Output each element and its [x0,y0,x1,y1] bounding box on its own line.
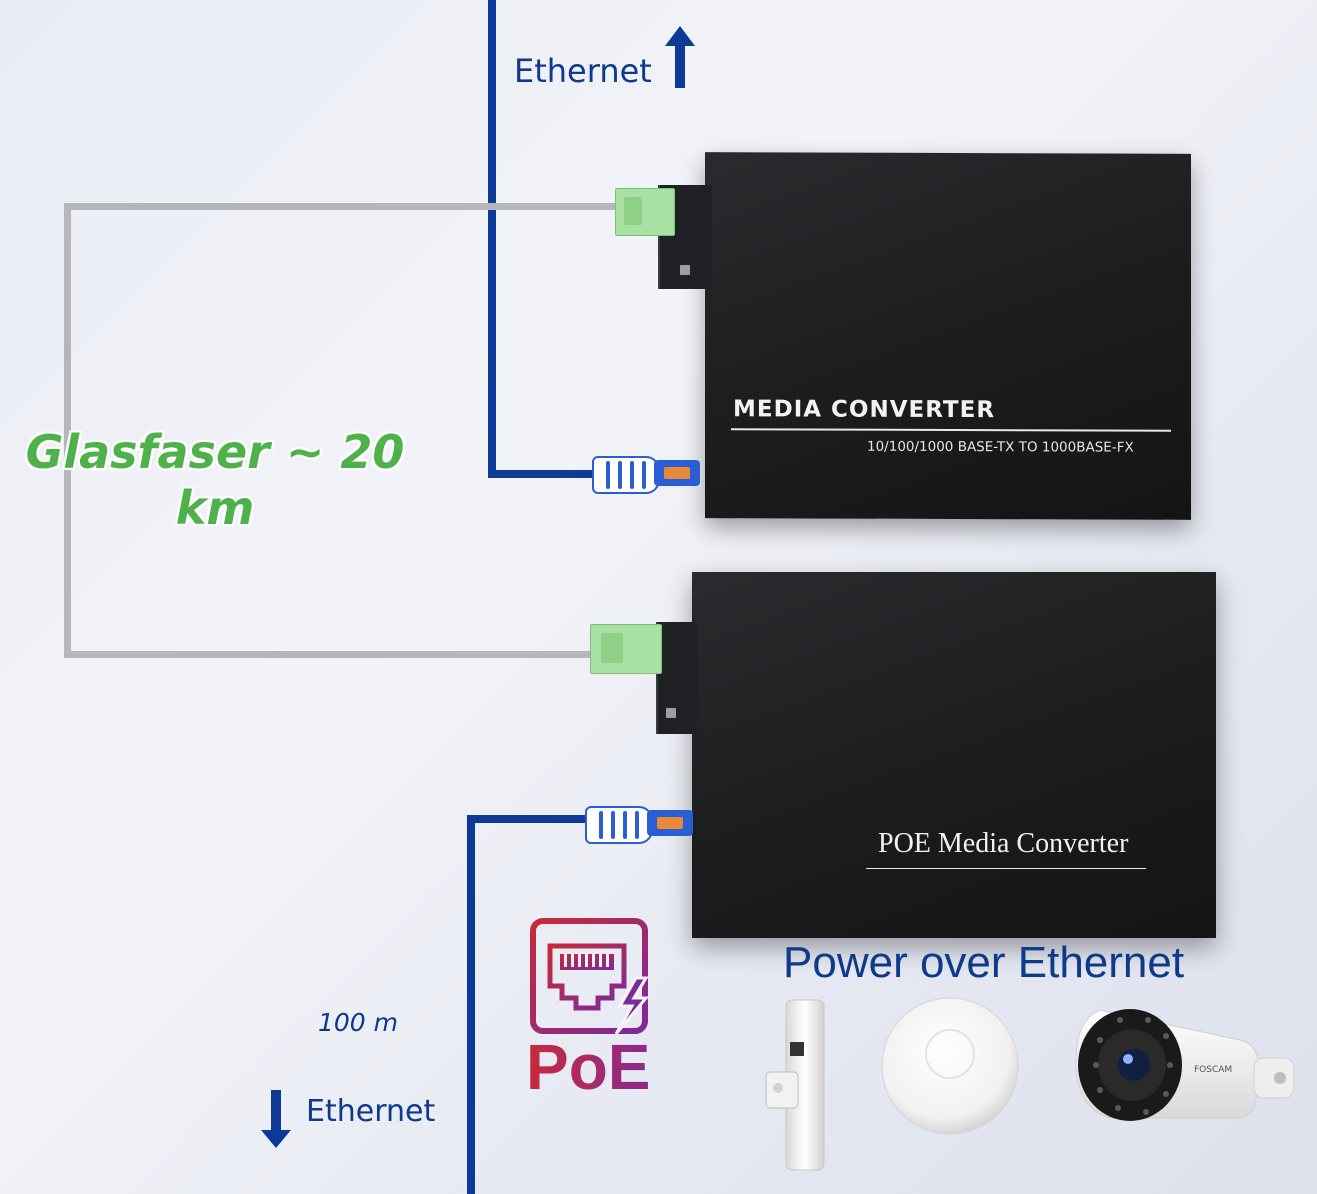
fiber-port-bottom [656,622,698,734]
camera-brand-label: FOSCAM [1194,1065,1232,1075]
poe-logo-text: PoE [526,1031,651,1103]
outdoor-access-point-icon [765,999,825,1171]
media-converter-top-title: MEDIA CONVERTER [733,396,996,424]
poe-heading: Power over Ethernet [783,938,1185,987]
fiber-cable-top [64,203,624,210]
fiber-cable-bottom [64,651,594,658]
rj45-connector-bottom [585,800,697,846]
ethernet-cable-bottom-horizontal [467,815,592,823]
media-converter-top-rule [731,428,1171,432]
fiber-connector-top [615,188,675,236]
ethernet-bottom-label: Ethernet [306,1094,436,1129]
fiber-connector-bottom [590,624,662,674]
rj45-connector-top [592,450,704,496]
ceiling-access-point-icon [881,997,1019,1135]
ethernet-port-lightning-icon [530,918,650,1035]
fiber-label: Glasfaser ~ 20 km [20,424,410,536]
media-converter-top: MEDIA CONVERTER 10/100/1000 BASE-TX TO 1… [705,152,1191,520]
arrow-up-icon [665,26,695,88]
media-converter-bottom-rule [866,868,1146,869]
arrow-down-icon [261,1090,291,1148]
ethernet-cable-top-horizontal [488,470,600,478]
ethernet-cable-top-vertical [488,0,496,478]
fiber-label-line1: Glasfaser ~ 20 [25,425,405,479]
media-converter-bottom: POE Media Converter [692,572,1216,938]
media-converter-bottom-title: POE Media Converter [878,828,1129,859]
fiber-label-line2: km [175,481,255,535]
ethernet-top-label: Ethernet [514,52,652,90]
fiber-cable-left [64,203,71,658]
distance-label: 100 m [318,1008,399,1037]
media-converter-top-subtitle: 10/100/1000 BASE-TX TO 1000BASE-FX [867,438,1134,456]
ip-camera-icon: FOSCAM [1075,1009,1295,1121]
ethernet-cable-bottom-vertical [467,815,475,1194]
